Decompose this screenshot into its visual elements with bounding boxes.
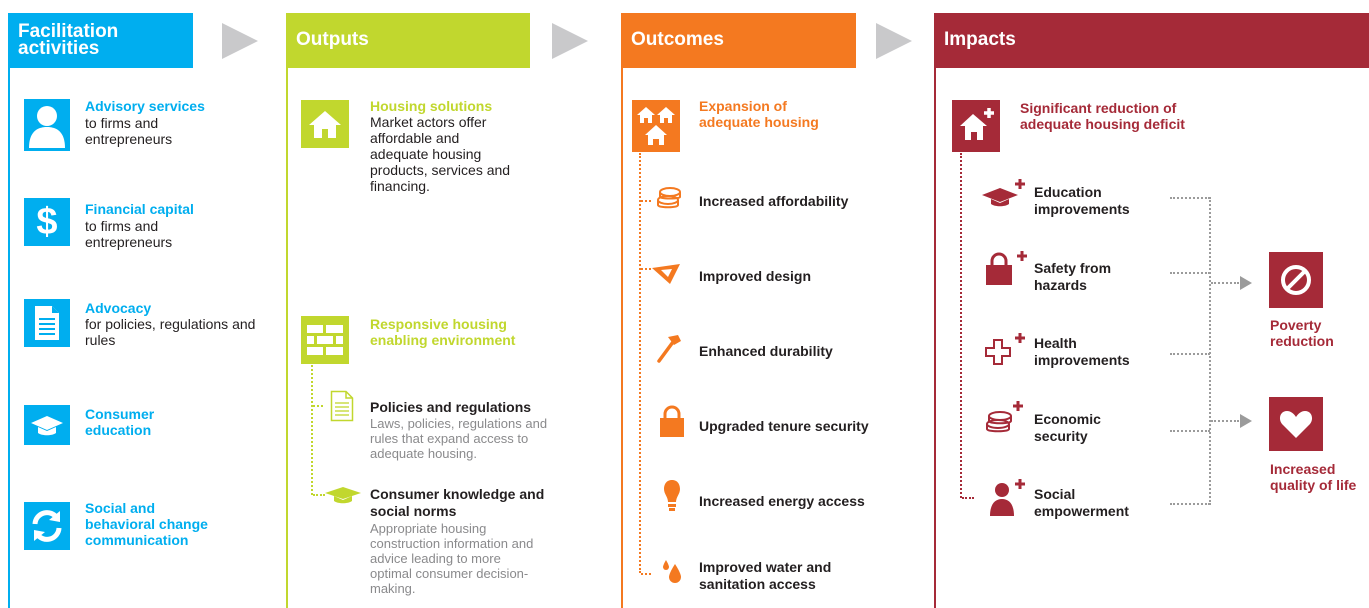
grey-dots-vertical <box>1209 197 1211 505</box>
person-icon <box>24 99 70 151</box>
outputs-dotted-branch-2 <box>313 494 325 496</box>
policies-body: Laws, policies, regulations and rules th… <box>370 416 548 461</box>
impact-item-2: Safety from hazards <box>1034 260 1112 293</box>
advocacy-title: Advocacy <box>85 300 152 316</box>
prohibited-icon <box>1269 252 1323 308</box>
coins-plus-icon <box>984 400 1030 443</box>
health-cross-plus-icon <box>984 332 1030 373</box>
quality-of-life-label: Increased quality of life <box>1270 461 1357 493</box>
header-facilitation: Facilitation activities <box>8 13 193 68</box>
outcomes-branch-1 <box>641 200 651 202</box>
coins-icon <box>655 186 685 217</box>
outcomes-branch-2 <box>641 268 651 270</box>
dollar-icon: $ <box>24 198 70 246</box>
header-outputs: Outputs <box>286 13 530 68</box>
outcome-item-2: Improved design <box>699 268 812 284</box>
triangle-ruler-icon <box>650 262 682 291</box>
brick-wall-icon <box>301 316 349 364</box>
grey-dots-to-poverty <box>1211 282 1239 284</box>
financial-body: to firms and entrepreneurs <box>85 218 173 250</box>
housing-solutions-body: Market actors offer affordable and adequ… <box>370 114 511 194</box>
impact-item-4: Economic security <box>1034 411 1101 444</box>
grey-dots-to-quality <box>1211 420 1239 422</box>
grey-dots-2 <box>1170 272 1210 274</box>
grey-dots-5 <box>1170 503 1210 505</box>
header-outcomes: Outcomes <box>621 13 856 68</box>
outcome-item-6: Improved water and sanitation access <box>699 559 832 592</box>
sbcc-title: Social and behavioral change communicati… <box>85 500 208 548</box>
heart-icon <box>1269 397 1323 451</box>
header-impacts-text: Impacts <box>944 29 1016 50</box>
consumer-knowledge-title: Consumer knowledge and social norms <box>370 486 545 519</box>
outcome-item-1: Increased affordability <box>699 193 849 209</box>
person-plus-icon <box>988 478 1030 523</box>
financial-title: Financial capital <box>85 201 194 217</box>
lock-plus-icon <box>984 250 1030 291</box>
header-outputs-text: Outputs <box>296 29 369 50</box>
house-icon <box>301 100 349 148</box>
arrow-chevron-3 <box>876 23 912 59</box>
outcome-item-3: Enhanced durability <box>699 343 833 359</box>
hammer-icon <box>656 333 682 368</box>
grey-dots-3 <box>1170 353 1210 355</box>
outcomes-column-line <box>621 68 623 608</box>
header-outcomes-text: Outcomes <box>631 29 724 50</box>
impacts-dotted-connector <box>960 153 962 498</box>
house-plus-icon <box>952 100 1000 152</box>
impact-main-title: Significant reduction of adequate housin… <box>1020 100 1185 132</box>
arrow-right-icon <box>1240 414 1252 428</box>
arrow-right-icon <box>1240 276 1252 290</box>
outcome-item-5: Increased energy access <box>699 493 865 509</box>
expansion-title: Expansion of adequate housing <box>699 98 819 130</box>
policies-title: Policies and regulations <box>370 399 532 415</box>
consumer-knowledge-body: Appropriate housing construction informa… <box>370 521 534 596</box>
outputs-dotted-branch-1 <box>313 405 323 407</box>
poverty-reduction-label: Poverty reduction <box>1270 317 1334 349</box>
graduation-cap-icon <box>324 486 362 509</box>
impacts-branch-5 <box>962 497 974 499</box>
outcome-item-4: Upgraded tenure security <box>699 418 869 434</box>
outputs-column-line <box>286 68 288 608</box>
grey-dots-1 <box>1170 197 1210 199</box>
outcomes-branch-6 <box>641 573 651 575</box>
arrow-chevron-1 <box>222 23 258 59</box>
graduation-cap-icon <box>24 405 70 445</box>
impacts-column-line <box>934 68 936 608</box>
water-drops-icon <box>661 558 683 591</box>
advisory-body: to firms and entrepreneurs <box>85 115 173 147</box>
outcomes-dotted-connector <box>639 153 641 573</box>
facilitation-column-line <box>8 68 10 608</box>
arrow-chevron-2 <box>552 23 588 59</box>
houses-icon <box>632 100 680 152</box>
cycle-arrows-icon <box>24 502 70 550</box>
graduation-cap-plus-icon <box>980 178 1028 213</box>
impact-item-3: Health improvements <box>1034 335 1130 368</box>
lock-icon <box>659 404 685 443</box>
advisory-title: Advisory services <box>85 98 205 114</box>
header-impacts: Impacts <box>934 13 1369 68</box>
grey-dots-4 <box>1170 430 1210 432</box>
housing-solutions-title: Housing solutions <box>370 98 493 114</box>
header-facilitation-text: Facilitation activities <box>18 21 119 59</box>
impact-item-5: Social empowerment <box>1034 486 1129 519</box>
consumer-education-title: Consumer education <box>85 406 155 438</box>
outputs-dotted-connector <box>311 365 313 495</box>
lightbulb-icon <box>663 479 681 518</box>
document-icon <box>24 299 70 347</box>
enabling-env-title: Responsive housing enabling environment <box>370 316 516 348</box>
advocacy-body: for policies, regulations and rules <box>85 316 256 348</box>
impact-item-1: Education improvements <box>1034 184 1130 217</box>
document-outline-icon <box>330 390 354 427</box>
